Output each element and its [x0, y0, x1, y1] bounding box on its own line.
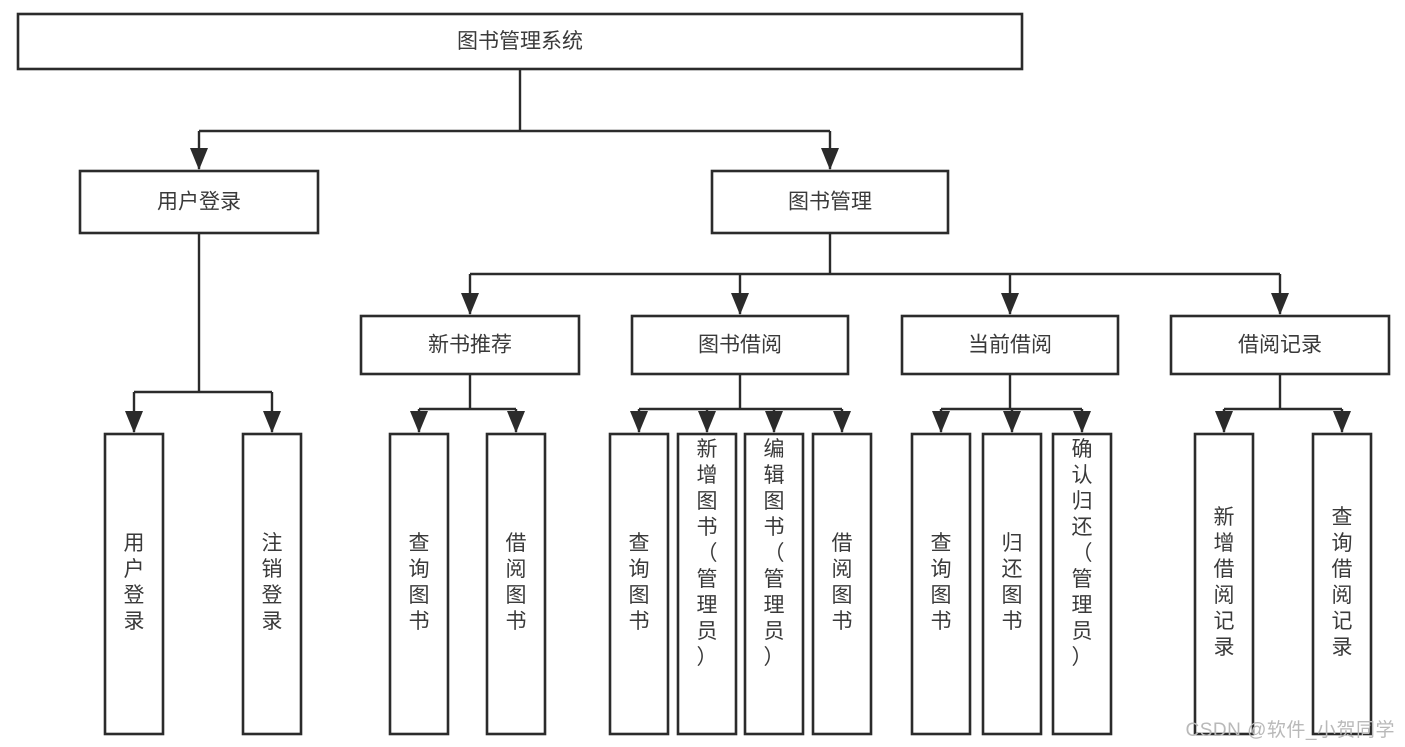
arrow-head-icon-leaf-logout-login	[263, 411, 281, 433]
node-book-manage-label: 图书管理	[788, 191, 872, 214]
node-user-login-box	[78, 169, 320, 235]
node-leaf-borrow-book-2-box	[811, 432, 873, 736]
node-leaf-add-book-admin[interactable]: 新增图书（管理员）	[676, 432, 738, 736]
node-leaf-add-borrow-record-box	[1193, 432, 1255, 736]
node-leaf-confirm-return-admin-box	[1051, 432, 1113, 736]
node-leaf-borrow-book-1-box	[485, 432, 547, 736]
arrow-head-icon-leaf-query-book-3	[932, 411, 950, 433]
node-leaf-query-book-1-box	[388, 432, 450, 736]
node-leaf-query-book-3-box	[910, 432, 972, 736]
node-leaf-borrow-book-1[interactable]: 借阅图书	[485, 432, 547, 736]
arrow-head-icon-root-to-user-login	[190, 148, 208, 170]
node-leaf-query-book-2[interactable]: 查询图书	[608, 432, 670, 736]
watermark-text: CSDN @软件_小贺同学	[1185, 720, 1395, 741]
arrow-head-icon-current-borrow	[1001, 293, 1019, 315]
node-leaf-query-borrow-record[interactable]: 查询借阅记录	[1311, 432, 1373, 736]
node-leaf-user-login-box	[103, 432, 165, 736]
node-leaf-user-login[interactable]: 用户登录	[103, 432, 165, 736]
node-root-system-label: 图书管理系统	[457, 30, 583, 53]
node-leaf-query-book-2-label: 查询图书	[629, 532, 650, 633]
node-leaf-return-book-label: 归还图书	[1002, 532, 1023, 633]
arrow-head-icon-leaf-return-book	[1003, 411, 1021, 433]
node-leaf-query-book-2-box	[608, 432, 670, 736]
arrow-head-icon-leaf-borrow-book-1	[507, 411, 525, 433]
node-new-book-recommend-label: 新书推荐	[428, 334, 512, 357]
arrow-head-icon-leaf-query-book-2	[630, 411, 648, 433]
node-leaf-query-borrow-record-label: 查询借阅记录	[1332, 506, 1353, 659]
node-leaf-borrow-book-2[interactable]: 借阅图书	[811, 432, 873, 736]
node-leaf-borrow-book-2-label: 借阅图书	[832, 532, 853, 633]
nodes-layer: 图书管理系统用户登录图书管理新书推荐图书借阅当前借阅借阅记录用户登录注销登录查询…	[16, 12, 1391, 736]
node-current-borrow[interactable]: 当前借阅	[900, 314, 1120, 376]
arrow-head-icon-leaf-confirm-return-admin	[1073, 411, 1091, 433]
node-leaf-query-book-1-label: 查询图书	[409, 532, 430, 633]
node-leaf-query-book-1[interactable]: 查询图书	[388, 432, 450, 736]
arrow-head-icon-new-book-recommend	[461, 293, 479, 315]
node-current-borrow-label: 当前借阅	[968, 334, 1052, 357]
node-borrow-record[interactable]: 借阅记录	[1169, 314, 1391, 376]
arrow-head-icon-leaf-query-book-1	[410, 411, 428, 433]
node-leaf-query-book-3-label: 查询图书	[931, 532, 952, 633]
node-leaf-add-book-admin-label: 新增图书（管理员）	[697, 438, 718, 669]
node-leaf-logout-login-box	[241, 432, 303, 736]
arrow-head-icon-borrow-record	[1271, 293, 1289, 315]
node-leaf-query-book-3[interactable]: 查询图书	[910, 432, 972, 736]
node-borrow-record-label: 借阅记录	[1238, 334, 1322, 357]
node-leaf-edit-book-admin[interactable]: 编辑图书（管理员）	[743, 432, 805, 736]
node-new-book-recommend-box	[359, 314, 581, 376]
node-leaf-edit-book-admin-box	[743, 432, 805, 736]
node-leaf-edit-book-admin-label: 编辑图书（管理员）	[764, 438, 785, 669]
node-leaf-return-book-box	[981, 432, 1043, 736]
node-leaf-logout-login-label: 注销登录	[262, 532, 283, 633]
node-new-book-recommend[interactable]: 新书推荐	[359, 314, 581, 376]
node-leaf-user-login-label: 用户登录	[124, 532, 145, 633]
node-book-borrow-box	[630, 314, 850, 376]
arrow-head-icon-leaf-query-borrow-record	[1333, 411, 1351, 433]
arrow-head-icon-leaf-add-book-admin	[698, 411, 716, 433]
node-book-manage-box	[710, 169, 950, 235]
node-leaf-borrow-book-1-label: 借阅图书	[506, 532, 527, 633]
arrow-head-icon-root-to-book-manage	[821, 148, 839, 170]
node-user-login-label: 用户登录	[157, 191, 241, 214]
node-leaf-logout-login[interactable]: 注销登录	[241, 432, 303, 736]
node-borrow-record-box	[1169, 314, 1391, 376]
node-leaf-confirm-return-admin-label: 确认归还（管理员）	[1072, 438, 1093, 669]
node-leaf-confirm-return-admin[interactable]: 确认归还（管理员）	[1051, 432, 1113, 736]
node-root-system[interactable]: 图书管理系统	[16, 12, 1024, 71]
arrow-head-icon-leaf-add-borrow-record	[1215, 411, 1233, 433]
node-root-system-box	[16, 12, 1024, 71]
arrow-head-icon-book-borrow	[731, 293, 749, 315]
arrow-head-icon-leaf-user-login	[125, 411, 143, 433]
node-current-borrow-box	[900, 314, 1120, 376]
node-leaf-add-book-admin-box	[676, 432, 738, 736]
node-book-manage[interactable]: 图书管理	[710, 169, 950, 235]
node-leaf-query-borrow-record-box	[1311, 432, 1373, 736]
node-user-login[interactable]: 用户登录	[78, 169, 320, 235]
node-book-borrow-label: 图书借阅	[698, 334, 782, 357]
connectors-layer	[125, 69, 1351, 433]
node-leaf-add-borrow-record-label: 新增借阅记录	[1214, 506, 1235, 659]
arrow-head-icon-leaf-borrow-book-2	[833, 411, 851, 433]
node-book-borrow[interactable]: 图书借阅	[630, 314, 850, 376]
node-leaf-return-book[interactable]: 归还图书	[981, 432, 1043, 736]
node-leaf-add-borrow-record[interactable]: 新增借阅记录	[1193, 432, 1255, 736]
arrow-head-icon-leaf-edit-book-admin	[765, 411, 783, 433]
